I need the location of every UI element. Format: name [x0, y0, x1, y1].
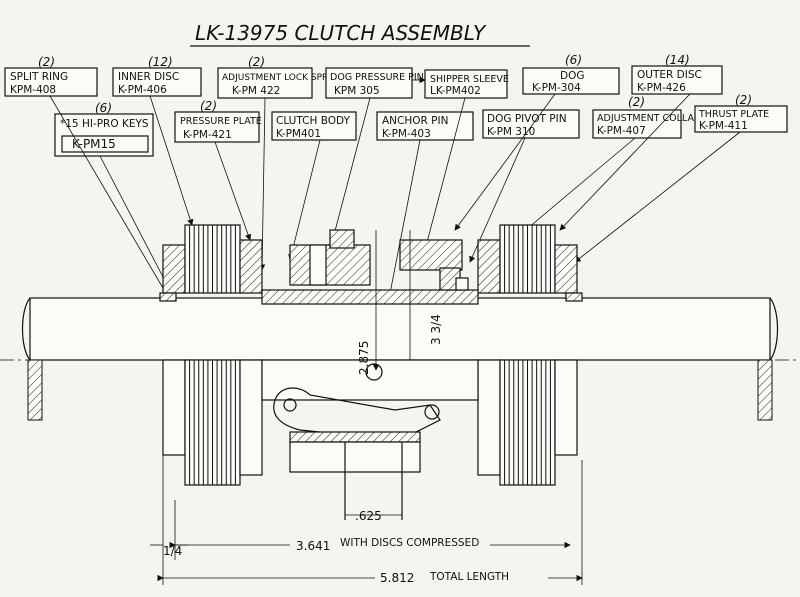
outer-dim: 3 3/4: [429, 314, 443, 345]
leader-lines: [49, 76, 741, 371]
svg-text:KPM 305: KPM 305: [334, 85, 380, 97]
svg-text:K-PM 310: K-PM 310: [487, 126, 535, 138]
svg-text:(2): (2): [200, 99, 217, 113]
svg-text:K-PM401: K-PM401: [276, 128, 321, 140]
svg-text:DOG PIVOT PIN: DOG PIVOT PIN: [487, 113, 567, 125]
left-disc-pack-upper: [159, 224, 263, 302]
svg-text:SPLIT RING: SPLIT RING: [10, 71, 68, 83]
svg-text:DOG PRESSURE PIN: DOG PRESSURE PIN: [330, 72, 424, 83]
label-dog-pivot-pin: DOG PIVOT PIN K-PM 310: [482, 109, 580, 139]
svg-text:(14): (14): [665, 53, 690, 67]
svg-text:PRESSURE PLATE: PRESSURE PLATE: [180, 116, 262, 127]
svg-text:K-PM15: K-PM15: [72, 137, 116, 151]
label-split-ring: (2) SPLIT RING KPM-408: [4, 55, 98, 97]
svg-text:THRUST PLATE: THRUST PLATE: [698, 109, 769, 120]
horizontal-dimensions: .625 1/4 3.641 WITH DISCS COMPRESSED 5.8…: [150, 455, 583, 585]
svg-text:KPM-408: KPM-408: [10, 84, 56, 96]
label-shipper-sleeve: SHIPPER SLEEVE LK-PM402: [424, 69, 509, 99]
svg-text:ANCHOR PIN: ANCHOR PIN: [382, 115, 448, 127]
vertical-dimensions: 2.875 3 3/4: [357, 230, 443, 375]
key-width-dim: 1/4: [163, 544, 182, 558]
svg-text:CLUTCH BODY: CLUTCH BODY: [276, 115, 351, 127]
svg-text:K-PM-411: K-PM-411: [699, 120, 748, 132]
bore-dim: 2.875: [357, 341, 371, 375]
svg-text:K-PM 422: K-PM 422: [232, 85, 280, 97]
svg-text:ADJUSTMENT LOCK SPRING: ADJUSTMENT LOCK SPRING: [222, 73, 345, 83]
svg-text:(2): (2): [248, 55, 265, 69]
svg-text:INNER DISC: INNER DISC: [118, 71, 179, 83]
label-anchor-pin: ANCHOR PIN K-PM-403: [376, 111, 474, 141]
label-dog-pressure-pin: DOG PRESSURE PIN KPM 305: [325, 67, 424, 99]
svg-text:K-PM-406: K-PM-406: [118, 84, 167, 96]
label-inner-disc: (12) INNER DISC K-PM-406: [112, 55, 202, 97]
label-adjustment-lock-spring: (2) ADJUSTMENT LOCK SPRING K-PM 422: [217, 55, 345, 99]
total-dim: 5.812: [380, 571, 414, 585]
svg-text:(2): (2): [735, 93, 752, 107]
svg-text:DOG: DOG: [560, 70, 585, 82]
pin-offset-dim: .625: [355, 509, 382, 523]
dog-linkage: [261, 359, 479, 520]
label-dog: (6) DOG K-PM-304: [522, 53, 620, 95]
svg-text:LK-PM402: LK-PM402: [430, 85, 481, 97]
svg-text:(6): (6): [95, 101, 112, 115]
svg-text:ADJUSTMENT COLLAR: ADJUSTMENT COLLAR: [597, 113, 701, 124]
compressed-dim: 3.641: [296, 539, 330, 553]
label-adjustment-collar: (2) ADJUSTMENT COLLAR K-PM-407: [592, 95, 701, 139]
svg-text:(6): (6): [565, 53, 582, 67]
svg-text:OUTER DISC: OUTER DISC: [637, 69, 702, 81]
compressed-note: WITH DISCS COMPRESSED: [340, 537, 479, 549]
shaft: [0, 297, 800, 421]
label-pressure-plate: (2) PRESSURE PLATE K-PM-421: [174, 99, 262, 143]
svg-text:(12): (12): [148, 55, 173, 69]
svg-text:(2): (2): [628, 95, 645, 109]
label-hi-pro-keys: (6) *15 HI-PRO KEYS K-PM15: [54, 101, 154, 157]
label-clutch-body: CLUTCH BODY K-PM401: [271, 111, 357, 141]
svg-text:K-PM-304: K-PM-304: [532, 82, 581, 94]
left-disc-pack-lower: [162, 359, 263, 486]
svg-text:K-PM-426: K-PM-426: [637, 82, 686, 94]
svg-text:K-PM-403: K-PM-403: [382, 128, 431, 140]
total-note: TOTAL LENGTH: [429, 571, 509, 583]
svg-text:K-PM-407: K-PM-407: [597, 125, 646, 137]
svg-text:*15 HI-PRO KEYS: *15 HI-PRO KEYS: [60, 118, 149, 130]
label-outer-disc: (14) OUTER DISC K-PM-426: [631, 53, 723, 95]
clutch-body-upper: [261, 229, 479, 305]
right-disc-pack-upper: [477, 224, 583, 302]
svg-text:K-PM-421: K-PM-421: [183, 129, 232, 141]
svg-text:SHIPPER SLEEVE: SHIPPER SLEEVE: [430, 74, 509, 85]
label-thrust-plate: (2) THRUST PLATE K-PM-411: [694, 93, 788, 133]
right-disc-pack-lower: [477, 359, 578, 486]
svg-text:(2): (2): [38, 55, 55, 69]
drawing-title: LK-13975 CLUTCH ASSEMBLY: [195, 21, 487, 45]
